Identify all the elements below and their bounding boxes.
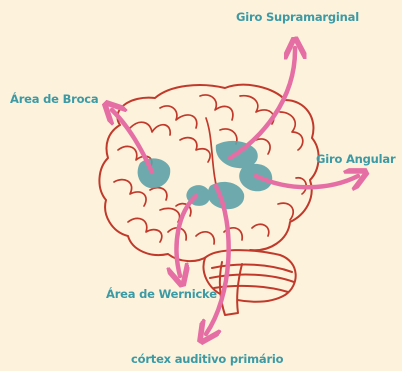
- label-giro-supramarginal: Giro Supramarginal: [236, 10, 359, 24]
- label-cortex-auditivo-primario: córtex auditivo primário: [131, 352, 283, 366]
- label-area-de-broca: Área de Broca: [10, 92, 99, 106]
- brain-outline: [99, 85, 318, 261]
- label-area-de-wernicke: Área de Wernicke: [106, 287, 217, 301]
- label-giro-angular: Giro Angular: [316, 152, 395, 166]
